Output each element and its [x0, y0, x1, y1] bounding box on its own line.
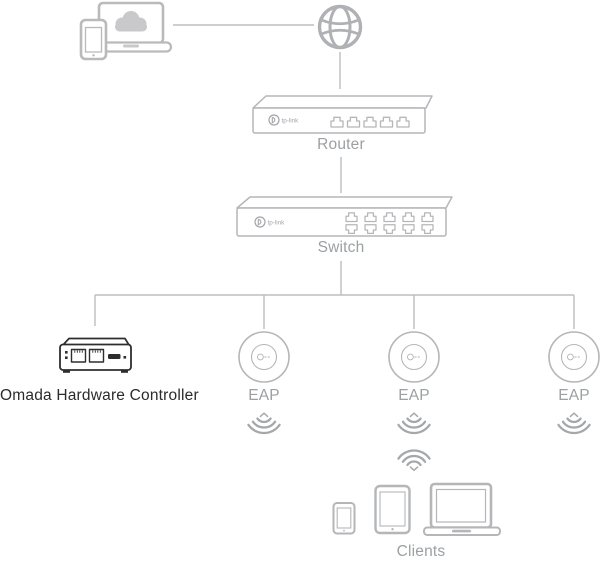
controller-leds [65, 351, 68, 359]
controller-power-dot [123, 356, 127, 359]
laptop-icon [423, 482, 501, 536]
smartphone-icon [79, 18, 108, 61]
wifi-signal-down-icon [557, 412, 591, 435]
connection-lines [94, 24, 575, 329]
internet-globe-icon [317, 4, 363, 50]
tp-link-logo-text: tp-link [282, 118, 300, 125]
tp-link-logo-text: tp-link [268, 220, 286, 227]
eap-device-icon [238, 331, 290, 383]
eap-device-icon [388, 331, 440, 383]
wifi-signal-down-icon [247, 412, 281, 435]
tp-link-logo: tp-link [254, 216, 286, 228]
clients-label: Clients [396, 543, 446, 560]
wifi-signal-down-icon [397, 412, 431, 435]
tp-link-logo: tp-link [268, 114, 300, 126]
switch-label: Switch [317, 239, 365, 256]
controller-label: Omada Hardware Controller [0, 387, 199, 404]
switch-device-icon: tp-link [236, 196, 453, 237]
eap-label: EAP [248, 387, 280, 404]
eap-device-icon [548, 331, 600, 383]
omada-controller-device-icon [59, 337, 132, 373]
tablet-icon [374, 484, 411, 535]
router-label: Router [317, 136, 365, 153]
laptop-icon [89, 1, 173, 53]
eap-label: EAP [398, 387, 430, 404]
controller-ethernet-ports [70, 348, 105, 363]
clients-group [332, 482, 501, 536]
wifi-signal-up-icon [397, 449, 431, 472]
router-device-icon: tp-link [252, 95, 433, 134]
smartphone-icon [332, 502, 356, 535]
cloud-management-devices-icon [79, 1, 173, 61]
cloud-icon [115, 11, 147, 32]
eap-label: EAP [558, 387, 590, 404]
controller-usb-port [108, 354, 121, 359]
